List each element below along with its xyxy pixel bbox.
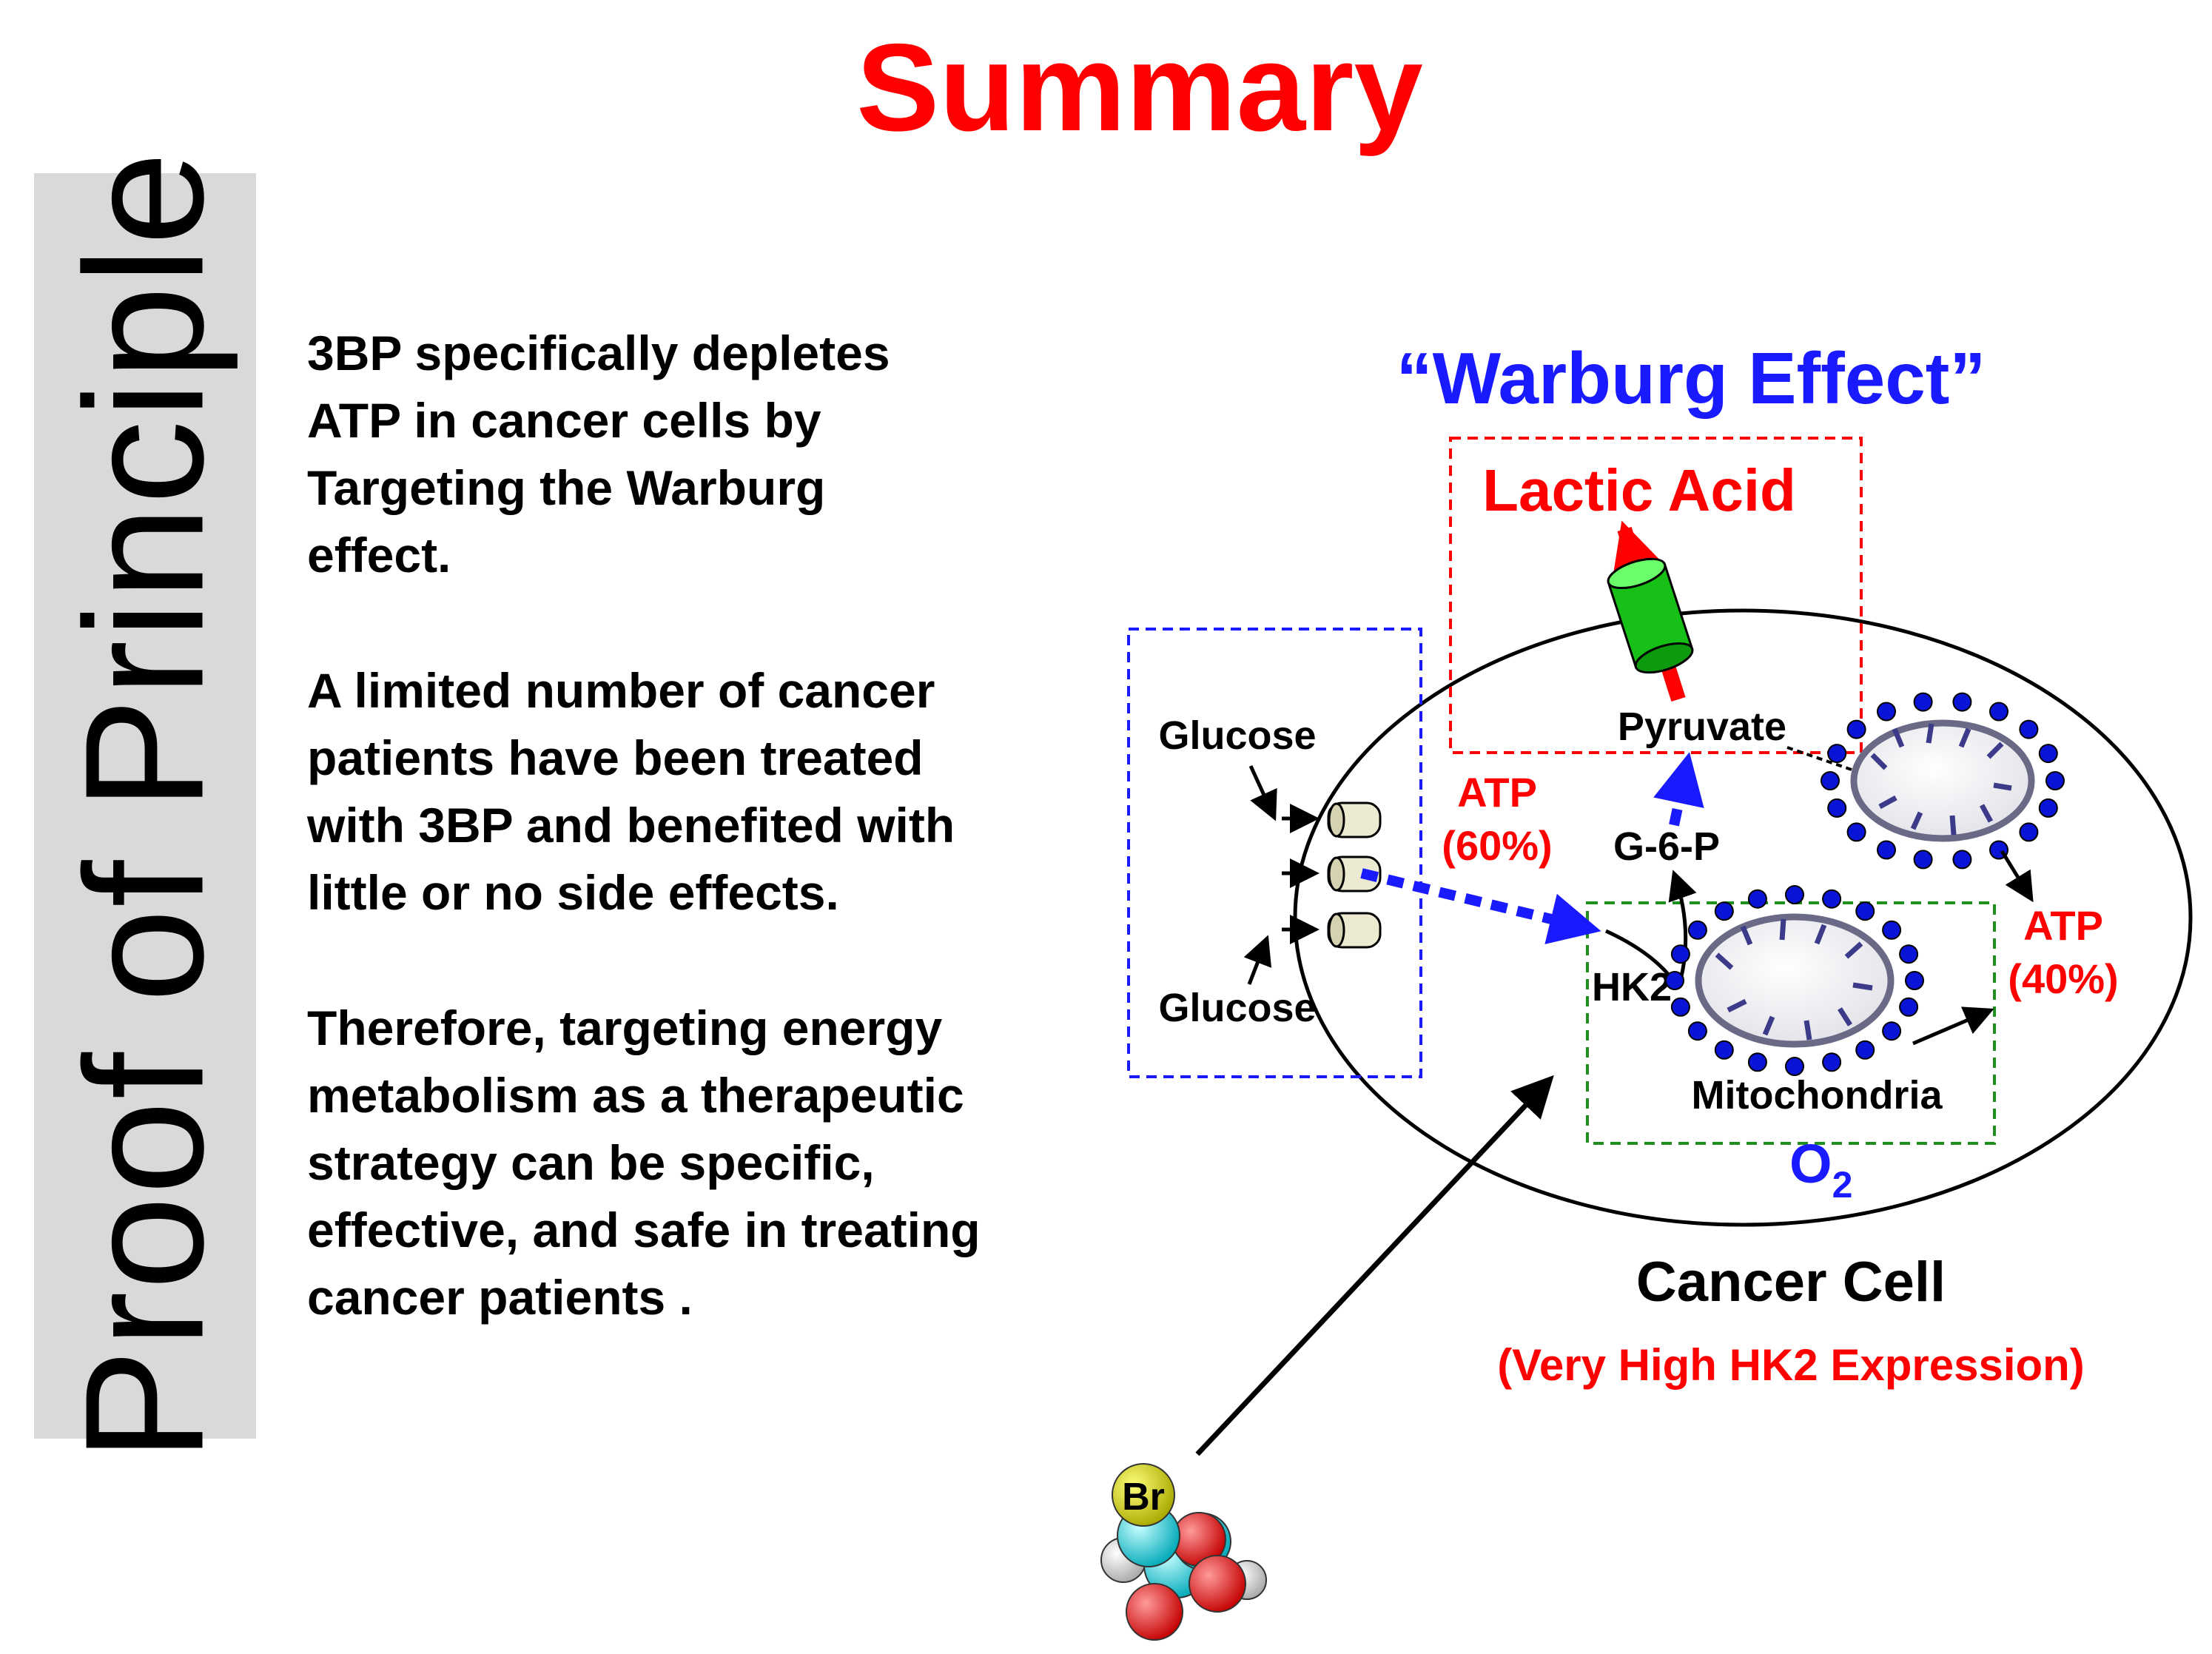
mitochondria-dot (1670, 944, 1690, 964)
side-banner: Proof of Principle (34, 150, 256, 1462)
mitochondria-dot (1882, 1021, 1902, 1041)
lactic-acid-label: Lactic Acid (1482, 457, 1796, 523)
cancer-cell-sublabel: (Very High HK2 Expression) (1497, 1340, 2085, 1390)
mitochondria-dot (2045, 771, 2065, 790)
mitochondria-dot (1846, 822, 1866, 842)
g6p-to-pyruvate-arrow (1653, 752, 1704, 827)
pyruvate-label: Pyruvate (1618, 705, 1786, 749)
glucose-to-hk2-arrow (1360, 868, 1601, 944)
paragraph-2: A limited number of cancer patients have… (307, 663, 955, 920)
mitochondria-dot (1821, 771, 1840, 790)
mitochondria-dot (1913, 692, 1933, 712)
mitochondria-dot (1747, 889, 1767, 909)
mitochondria-dot (1877, 840, 1896, 860)
mitochondria-dot (1747, 1052, 1767, 1072)
mitochondria-dot (1785, 1057, 1804, 1076)
mitochondria-dot (1846, 719, 1866, 739)
hk2-to-g6p-arrow (1668, 870, 1697, 989)
mitochondria-dot (1714, 901, 1734, 921)
glucose-top-label: Glucose (1158, 713, 1316, 758)
lactate-transporter-icon (1607, 557, 1694, 674)
mitochondria-dot (1952, 850, 1972, 870)
mitochondrion-main-icon (1695, 913, 1895, 1048)
mitochondria-dot (1899, 997, 1919, 1017)
glucose-bottom-arrow (1243, 935, 1272, 985)
mitochondria-dot (1665, 971, 1684, 990)
mitochondria-dot (1687, 920, 1707, 940)
mitochondria-dot (1899, 944, 1919, 964)
mito-main-atp-arrow (1912, 1006, 1994, 1046)
glucose-bottom-label: Glucose (1158, 986, 1316, 1030)
mitochondria-dot (1822, 1052, 1842, 1072)
mitochondria-box (1586, 901, 1996, 1145)
mitochondria-dot (1952, 692, 1972, 712)
mitochondria-dot (1905, 971, 1924, 990)
mitochondria-dot (2019, 719, 2039, 739)
atp-mito-percent: (40%) (2008, 955, 2118, 1002)
bromine-label: Br (1122, 1476, 1165, 1519)
3bp-molecule-icon (1100, 1463, 1267, 1641)
mitochondria-dot (2038, 744, 2058, 764)
mitochondrion-upper-dots (1821, 692, 2065, 870)
diagram-heading: “Warburg Effect” (1396, 337, 1986, 419)
mitochondria-dot (1827, 798, 1847, 818)
mitochondria-dot (2038, 798, 2058, 818)
paragraph-3: Therefore, targeting energy metabolism a… (307, 1001, 981, 1325)
atp-glycolysis-label: ATP (1457, 769, 1537, 816)
oxygen-label: O2 (1789, 1133, 1852, 1206)
slide-title: Summary (856, 18, 1423, 157)
mitochondrion-upper-icon (1850, 719, 2035, 842)
mitochondria-dot (1855, 1040, 1875, 1060)
mitochondria-dot (1989, 702, 2008, 722)
mito-upper-atp-arrow (2000, 850, 2034, 903)
glucose-top-arrow (1248, 764, 1277, 821)
mitochondria-dot (1855, 901, 1875, 921)
atp-mito-label: ATP (2023, 902, 2103, 949)
g6p-label: G-6-P (1613, 824, 1720, 869)
mitochondria-dot (1877, 702, 1896, 722)
atp-glycolysis-percent: (60%) (1442, 822, 1552, 869)
mitochondria-dot (1670, 997, 1690, 1017)
paragraph-1: 3BP specifically depletes ATP in cancer … (307, 326, 890, 582)
lactate-box (1449, 437, 1863, 754)
glucose-transporter-icon (1327, 801, 1382, 949)
mitochondria-dot (1822, 889, 1842, 909)
cancer-cell-label: Cancer Cell (1636, 1251, 1946, 1314)
mitochondria-dot (1785, 885, 1804, 904)
mitochondrion-main-dots (1665, 885, 1924, 1076)
glycolysis-box (1127, 628, 1422, 1078)
hk2-label: HK2 (1592, 965, 1672, 1009)
mitochondria-dot (1882, 920, 1902, 940)
mitochondria-dot (1827, 744, 1847, 764)
mitochondria-dot (1714, 1040, 1734, 1060)
mitochondria-dot (1913, 850, 1933, 870)
mitochondria-dot (1687, 1021, 1707, 1041)
3bp-entry-arrow (1195, 1075, 1554, 1456)
mitochondria-label: Mitochondria (1692, 1073, 1943, 1117)
mitochondria-dot (2019, 822, 2039, 842)
